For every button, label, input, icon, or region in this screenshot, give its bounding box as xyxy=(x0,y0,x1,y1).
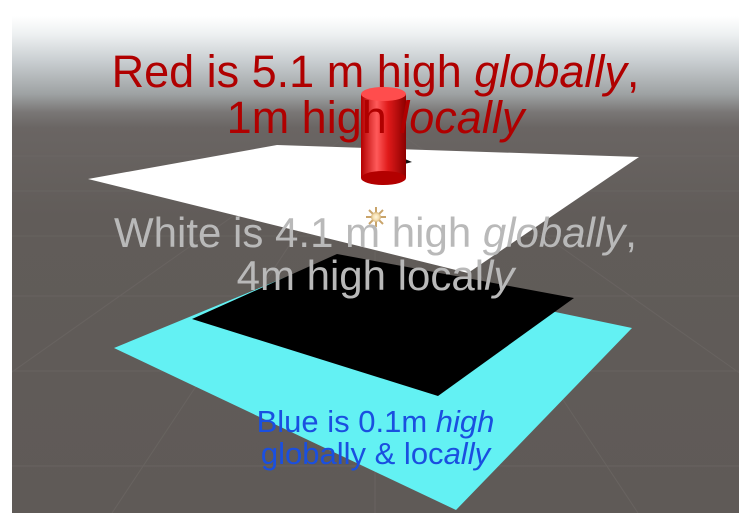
blue-label-line1: Blue is 0.1m high xyxy=(256,404,495,439)
red-label-line2: 1m high locally xyxy=(226,91,525,143)
sun-light-icon[interactable] xyxy=(366,207,386,227)
blue-label-line2: globally & locally xyxy=(260,435,491,471)
scene-svg xyxy=(12,87,739,513)
white-plane[interactable] xyxy=(88,145,639,273)
red-cylinder[interactable] xyxy=(361,87,406,185)
white-label-line2: 4m high locally xyxy=(236,251,515,299)
blue-object-label: Blue is 0.1m high globally & locally xyxy=(12,406,739,469)
red-object-label: Red is 5.1 m high globally, 1m high loca… xyxy=(12,49,739,141)
white-label-line1: White is 4.1 m high globally, xyxy=(114,209,637,256)
white-object-label: White is 4.1 m high globally, 4m high lo… xyxy=(12,209,739,299)
red-label-line1: Red is 5.1 m high globally, xyxy=(111,46,640,97)
cropped-caption-strip xyxy=(12,0,741,14)
bottom-margin xyxy=(0,513,751,529)
black-plane[interactable] xyxy=(192,254,574,396)
scene-viewport[interactable]: Red is 5.1 m high globally, 1m high loca… xyxy=(12,16,739,513)
